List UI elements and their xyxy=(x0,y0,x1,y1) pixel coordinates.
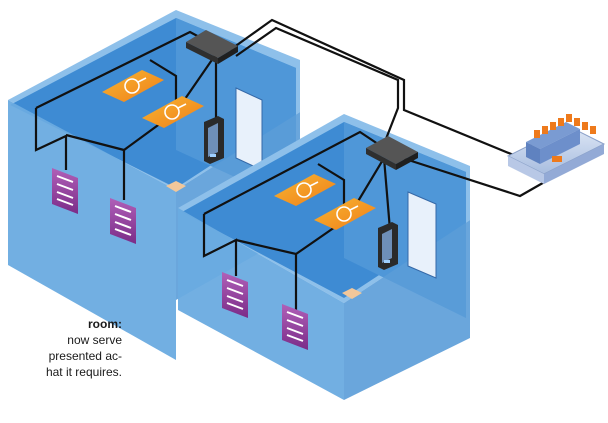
caption-line-1: now serve xyxy=(67,333,122,347)
caption-text: room: now serve presented ac- hat it req… xyxy=(0,316,122,380)
room-1-door xyxy=(235,87,263,171)
caption-line-3: hat it requires. xyxy=(45,365,122,379)
wiring xyxy=(34,18,551,310)
room-controller-icon xyxy=(378,222,398,270)
bus-line-din xyxy=(395,154,549,198)
room-2-wire-b xyxy=(202,214,238,276)
room-2-front-right-wall xyxy=(344,220,470,400)
room-1-front-left-wall xyxy=(8,100,176,360)
room-2-front-left-wall xyxy=(178,208,344,400)
room-2-wire-e xyxy=(382,157,392,231)
room-1-wire-b xyxy=(34,108,68,170)
light-bulb-icon xyxy=(274,174,336,206)
din-rail-controller-icon xyxy=(506,114,606,184)
room-2-door xyxy=(407,191,437,279)
room-1-floor-marker xyxy=(166,181,186,192)
caption-line-2: presented ac- xyxy=(48,349,122,363)
bus-line-top xyxy=(229,18,551,172)
room-2-wire-c xyxy=(235,157,385,256)
room-2-floor-marker xyxy=(342,288,362,299)
keypad-icon xyxy=(222,272,248,318)
bus-line-bottom xyxy=(235,26,400,145)
network-hub-icon xyxy=(186,30,238,64)
room-1-wire-d xyxy=(65,53,217,152)
room-controller-icon xyxy=(204,116,224,164)
light-bulb-icon xyxy=(314,198,376,230)
caption-title: room: xyxy=(88,317,122,331)
light-bulb-icon xyxy=(102,70,164,102)
light-bulb-icon xyxy=(142,96,204,128)
keypad-icon xyxy=(52,168,78,214)
keypad-icon xyxy=(110,198,136,244)
network-hub-icon xyxy=(366,136,418,170)
keypad-icon xyxy=(282,304,308,350)
